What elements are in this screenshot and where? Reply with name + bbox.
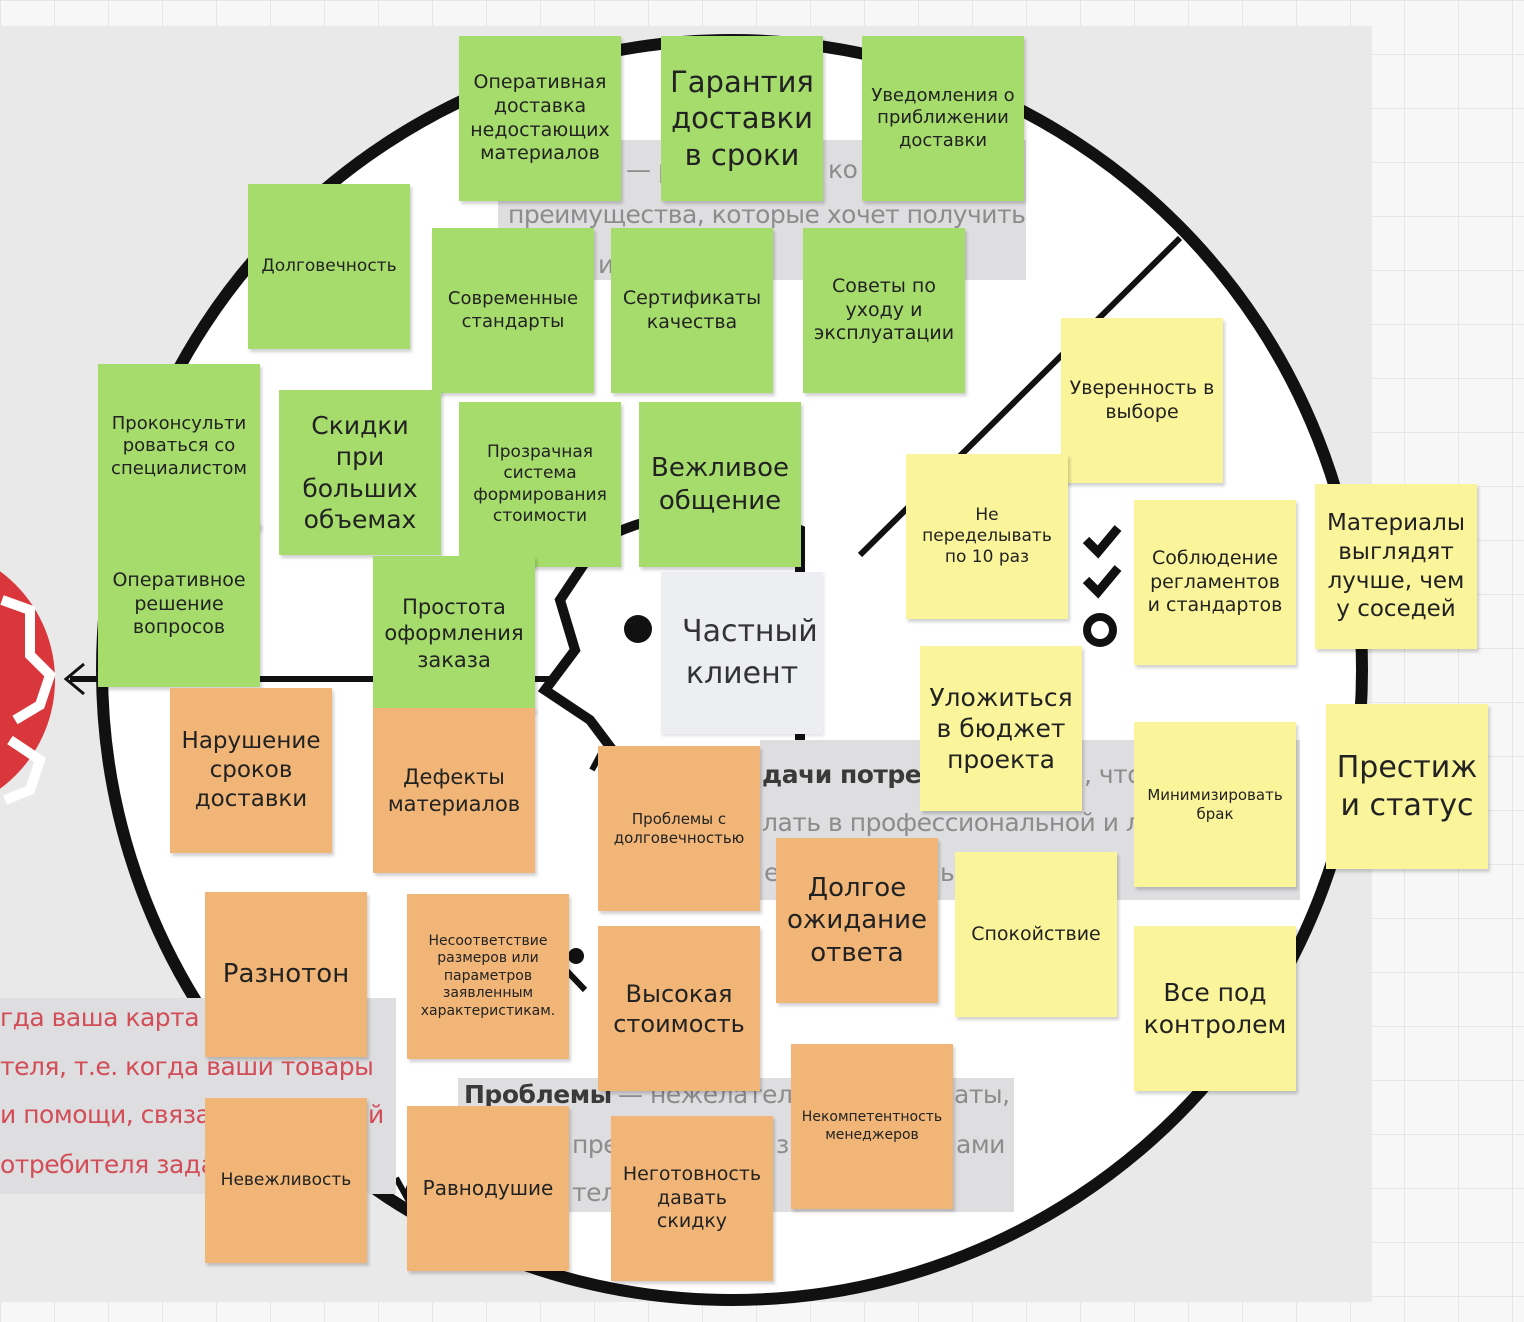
problems-title: Проблемы	[464, 1080, 612, 1109]
red-text-line: отребителя задач	[0, 1150, 230, 1179]
sticky-note-green[interactable]: Прозрачная система формирования стоимост…	[459, 402, 621, 567]
tasks-text-fragment: ы	[940, 858, 960, 887]
sticky-note-yellow[interactable]: Уверенность в выборе	[1061, 318, 1223, 483]
client-card-label: Частный клиент	[682, 614, 818, 691]
sticky-note-green[interactable]: Уведомления о приближении доставки	[862, 36, 1024, 201]
sticky-note-text: Неготовность давать скидку	[622, 1162, 762, 1233]
tasks-title: дачи потре	[762, 760, 922, 789]
sticky-note-text: Простота оформления заказа	[384, 595, 524, 672]
sticky-note-green[interactable]: Гарантия доставки в сроки	[661, 36, 823, 201]
sticky-note-text: Долгое ожидание ответа	[786, 872, 928, 968]
sticky-note-green[interactable]: Советы по уходу и эксплуатации	[803, 228, 965, 393]
sticky-note-orange[interactable]: Проблемы с долговечностью	[598, 746, 760, 911]
sticky-note-text: Оперативная доставка недостающих материа…	[470, 71, 610, 165]
sticky-note-green[interactable]: Современные стандарты	[432, 228, 594, 393]
sticky-note-text: Проконсульти роваться со специалистом	[111, 412, 247, 479]
sticky-note-orange[interactable]: Несоответствие размеров или параметров з…	[407, 894, 569, 1059]
tasks-text-line: лать в профессиональной и ли	[762, 808, 1158, 837]
benefits-text-line: преимущества, которые хочет получить	[508, 200, 1026, 229]
status-circle	[1083, 613, 1117, 647]
sticky-note-green[interactable]: Оперативная доставка недостающих материа…	[459, 36, 621, 201]
sticky-note-text: Гарантия доставки в сроки	[670, 65, 814, 172]
sticky-note-text: Оперативное решение вопросов	[112, 568, 246, 639]
problems-text-fragment: тел	[572, 1178, 617, 1207]
red-circle-letters	[0, 595, 56, 805]
sticky-note-text: Долговечность	[261, 255, 397, 276]
red-text-line: и помощи, связа	[0, 1100, 211, 1129]
red-text-line: гда ваша карта це	[0, 1003, 238, 1032]
sticky-note-orange[interactable]: Некомпетентность менеджеров	[791, 1044, 953, 1209]
problems-text-fragment: аты,	[954, 1080, 1010, 1109]
sticky-note-text: Вежливое общение	[651, 453, 789, 516]
sticky-note-orange[interactable]: Неготовность давать скидку	[611, 1116, 773, 1281]
sticky-note-green[interactable]: Сертификаты качества	[611, 228, 773, 393]
sticky-note-yellow[interactable]: Престиж и статус	[1326, 704, 1488, 869]
sticky-note-orange[interactable]: Дефекты материалов	[373, 708, 535, 873]
sticky-note-yellow[interactable]: Спокойствие	[955, 852, 1117, 1017]
checkmark-2	[1082, 565, 1122, 599]
sticky-note-text: Все под контролем	[1143, 978, 1287, 1039]
sticky-note-text: Уверенность в выборе	[1069, 376, 1215, 423]
sticky-note-yellow[interactable]: Все под контролем	[1134, 926, 1296, 1091]
red-circle-decoration	[0, 571, 55, 789]
sticky-note-green[interactable]: Долговечность	[248, 184, 410, 349]
sticky-note-orange[interactable]: Долгое ожидание ответа	[776, 838, 938, 1003]
sticky-note-yellow[interactable]: Соблюдение регламентов и стандартов	[1134, 500, 1296, 665]
checkmark-1	[1082, 525, 1122, 559]
sticky-note-text: Прозрачная система формирования стоимост…	[473, 442, 607, 526]
sticky-note-text: Не переделывать по 10 раз	[922, 504, 1052, 568]
sticky-note-text: Советы по уходу и эксплуатации	[813, 274, 955, 345]
sticky-note-text: Современные стандарты	[447, 288, 579, 332]
problems-text-fragment: пре	[572, 1130, 619, 1159]
sticky-note-text: Дефекты материалов	[387, 765, 521, 816]
sticky-note-green[interactable]: Оперативное решение вопросов	[98, 522, 260, 687]
sticky-note-text: Невежливость	[220, 1169, 352, 1190]
sticky-note-orange[interactable]: Разнотон	[205, 892, 367, 1057]
sticky-note-text: Материалы выглядят лучше, чем у соседей	[1327, 510, 1465, 623]
sticky-note-text: Сертификаты качества	[622, 286, 762, 333]
tasks-text-fragment: е	[764, 858, 779, 887]
sticky-note-text: Проблемы с долговечностью	[613, 809, 745, 847]
sticky-note-text: Уложиться в бюджет проекта	[929, 682, 1073, 775]
fragment-mark-2	[563, 967, 588, 993]
benefits-text-fragment: и	[598, 250, 614, 279]
sticky-note-green[interactable]: Скидки при больших объемах	[279, 390, 441, 555]
fragment-dot	[568, 948, 584, 964]
sticky-note-green[interactable]: Проконсульти роваться со специалистом	[98, 364, 260, 529]
sticky-note-orange[interactable]: Высокая стоимость	[598, 926, 760, 1091]
head-eye-dot	[624, 615, 652, 643]
sticky-note-yellow[interactable]: Минимизировать брак	[1134, 722, 1296, 887]
sticky-note-orange[interactable]: Равнодушие	[407, 1106, 569, 1271]
sticky-note-text: Минимизировать брак	[1147, 785, 1283, 823]
sticky-note-text: Спокойствие	[971, 922, 1101, 945]
red-text-fragment: й	[368, 1100, 384, 1129]
sticky-note-text: Равнодушие	[422, 1176, 554, 1200]
benefits-text-fragment: ко	[828, 155, 858, 184]
sticky-note-text: Скидки при больших объемах	[302, 411, 418, 534]
sticky-note-green[interactable]: Простота оформления заказа	[373, 556, 535, 711]
sticky-note-orange[interactable]: Нарушение сроков доставки	[170, 688, 332, 853]
problems-text-fragment: ами	[956, 1130, 1005, 1159]
sticky-note-yellow[interactable]: Уложиться в бюджет проекта	[920, 646, 1082, 811]
sticky-note-yellow[interactable]: Материалы выглядят лучше, чем у соседей	[1315, 484, 1477, 649]
sticky-note-text: Высокая стоимость	[613, 979, 745, 1038]
sticky-note-text: Престиж и статус	[1336, 750, 1478, 823]
sticky-note-green[interactable]: Вежливое общение	[639, 402, 801, 567]
sticky-note-text: Некомпетентность менеджеров	[801, 1109, 943, 1143]
problems-text-fragment: з	[776, 1130, 789, 1159]
sticky-note-yellow[interactable]: Не переделывать по 10 раз	[906, 454, 1068, 619]
sticky-note-text: Разнотон	[222, 959, 350, 990]
sticky-note-text: Несоответствие размеров или параметров з…	[420, 932, 556, 1019]
sticky-note-text: Соблюдение регламентов и стандартов	[1147, 546, 1283, 617]
arrow-head-left	[63, 662, 85, 696]
tasks-text-fragment: , что	[1084, 760, 1143, 789]
sticky-note-text: Уведомления о приближении доставки	[871, 84, 1015, 151]
sticky-note-orange[interactable]: Невежливость	[205, 1098, 367, 1263]
sticky-note-text: Нарушение сроков доставки	[181, 728, 321, 812]
client-card[interactable]: Частный клиент	[661, 572, 823, 734]
